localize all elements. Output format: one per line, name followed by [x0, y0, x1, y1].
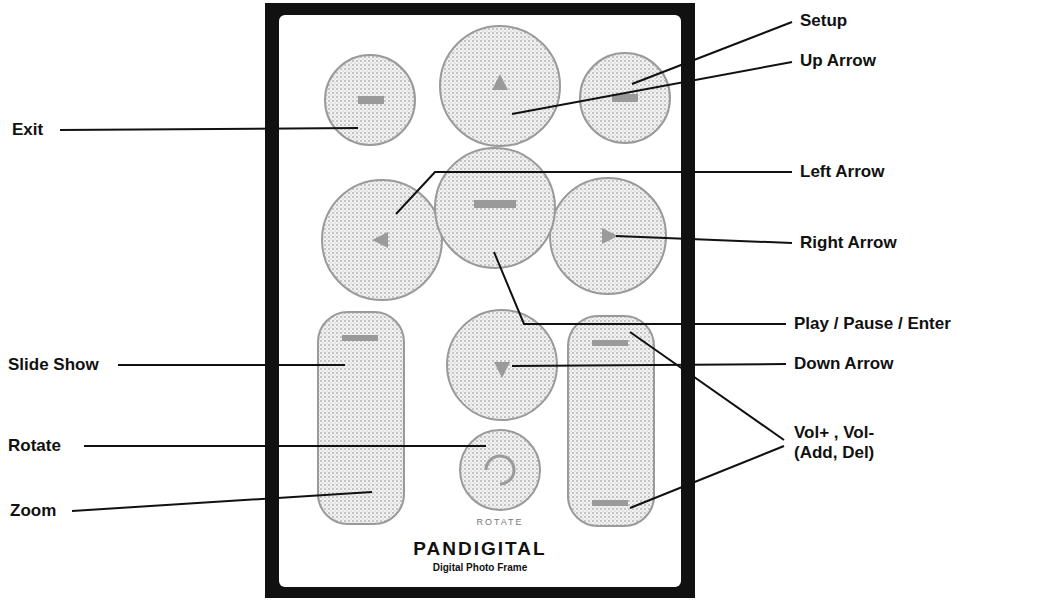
volume-button — [568, 316, 654, 526]
brand-logo: PANDIGITAL — [413, 538, 546, 560]
play-button — [435, 148, 555, 268]
callout-label: Exit — [12, 120, 43, 140]
callout-label: Right Arrow — [800, 233, 897, 253]
left-button — [322, 180, 442, 300]
brand-subtitle: Digital Photo Frame — [433, 562, 527, 574]
callout-label: Setup — [800, 11, 847, 31]
callout-label: Up Arrow — [800, 51, 876, 71]
remote-face — [279, 15, 681, 587]
callout-label: Slide Show — [8, 355, 99, 375]
callout-label: Zoom — [10, 501, 56, 521]
exit-button — [325, 55, 415, 145]
leader-lines — [60, 22, 792, 511]
button-glyphs — [342, 74, 638, 506]
right-button — [550, 178, 666, 294]
callout-label: Down Arrow — [794, 354, 893, 374]
callout-label: Rotate — [8, 436, 61, 456]
callout-label: Play / Pause / Enter — [794, 314, 951, 334]
button-caption: ROTATE — [476, 517, 523, 528]
callout-label: Left Arrow — [800, 162, 884, 182]
up-button — [440, 26, 560, 146]
callout-label: Vol+ , Vol- (Add, Del) — [794, 423, 898, 463]
rotate-button — [460, 430, 540, 510]
